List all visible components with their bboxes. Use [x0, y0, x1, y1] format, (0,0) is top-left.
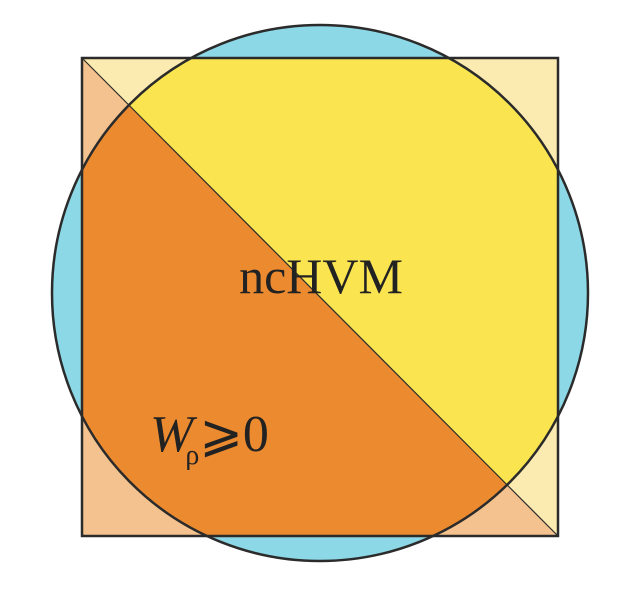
wigner-subscript: ρ: [185, 440, 199, 471]
diagonal-divider: [81, 57, 559, 537]
wigner-positivity-label: Wρ⩾0: [150, 406, 269, 471]
wigner-letter: W: [150, 406, 198, 463]
circle-outline: [50, 23, 590, 563]
nchvm-label: ncHVM: [239, 248, 403, 304]
wigner-relation: ⩾0: [199, 406, 269, 463]
square-outline: [80, 56, 560, 538]
